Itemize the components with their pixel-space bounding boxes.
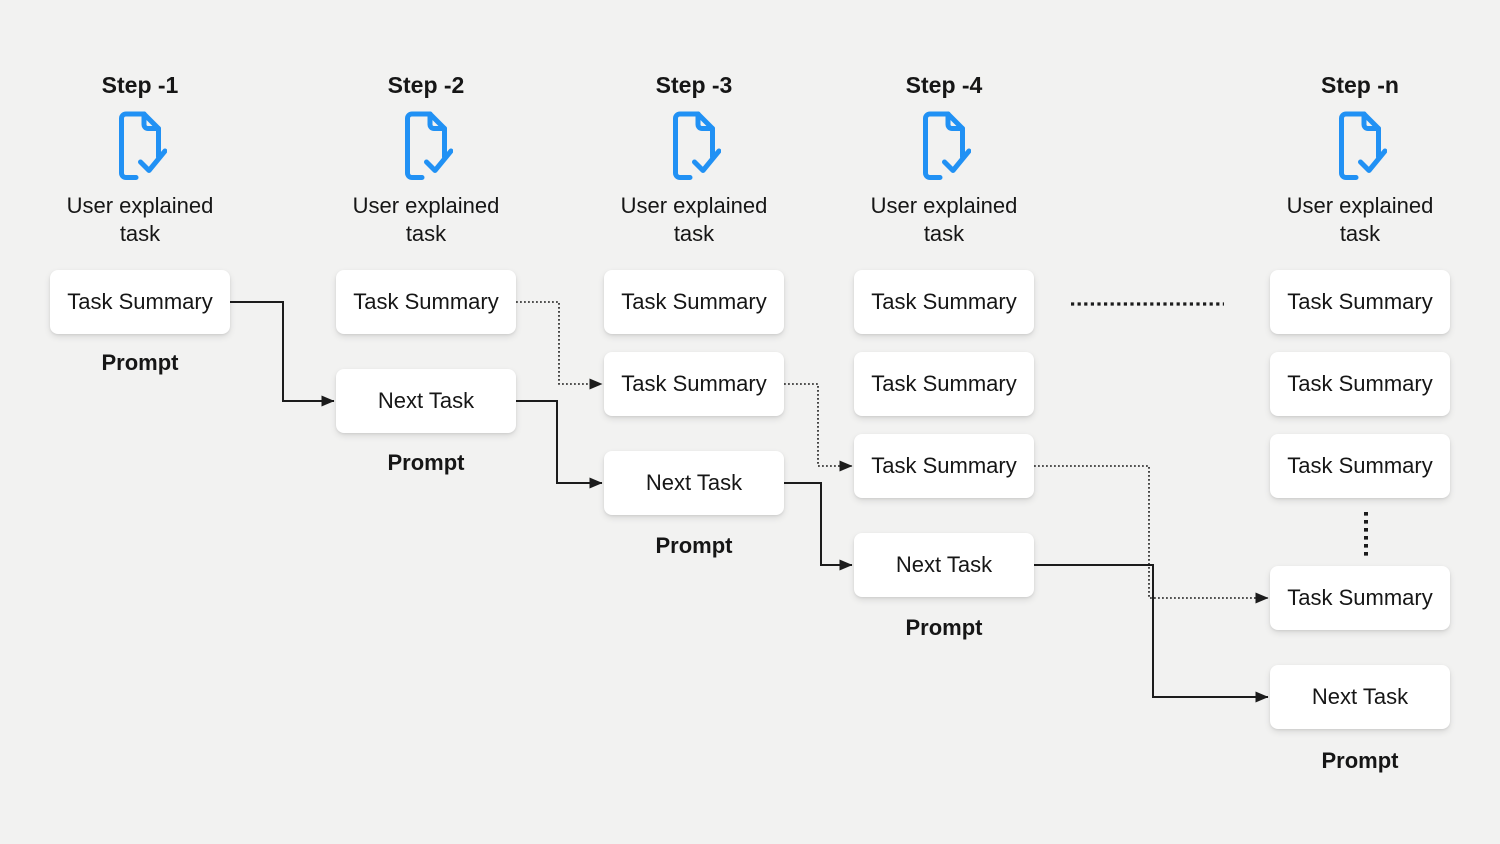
connector-step4-to-stepn-next-task xyxy=(1034,564,1269,703)
step-title: Step -2 xyxy=(387,72,465,98)
step-title: Step -4 xyxy=(905,72,983,98)
next-task-box: Next Task xyxy=(854,533,1034,597)
step-column-2-header: Step -2 User explained task xyxy=(316,72,536,248)
connector-step1-to-step2-next-task xyxy=(230,301,335,407)
connector-step4-summary-to-stepn xyxy=(1034,465,1269,604)
document-check-icon xyxy=(1250,110,1470,182)
step-title: Step -3 xyxy=(655,72,733,98)
task-summary-box: Task Summary xyxy=(1270,270,1450,334)
user-explained-task-label: User explained task xyxy=(66,193,214,246)
task-summary-box: Task Summary xyxy=(1270,352,1450,416)
connector-step3-to-step4-next-task xyxy=(784,482,853,571)
document-check-icon xyxy=(316,110,536,182)
next-task-box: Next Task xyxy=(1270,665,1450,729)
user-explained-task-label: User explained task xyxy=(352,193,500,246)
document-check-icon xyxy=(584,110,804,182)
step-title: Step -n xyxy=(1321,72,1399,98)
task-summary-box: Task Summary xyxy=(1270,566,1450,630)
user-explained-task-label: User explained task xyxy=(1286,193,1434,246)
step-column-1-header: Step -1 User explained task xyxy=(30,72,250,248)
document-check-icon xyxy=(30,110,250,182)
task-summary-box: Task Summary xyxy=(336,270,516,334)
step-column-3-header: Step -3 User explained task xyxy=(584,72,804,248)
task-summary-box: Task Summary xyxy=(604,270,784,334)
user-explained-task-label: User explained task xyxy=(870,193,1018,246)
connector-step2-to-step3-next-task xyxy=(516,400,603,489)
connector-step3-summary-to-step4 xyxy=(784,383,853,472)
prompt-label: Prompt xyxy=(655,533,733,558)
task-summary-box: Task Summary xyxy=(1270,434,1450,498)
next-task-box: Next Task xyxy=(336,369,516,433)
task-summary-box: Task Summary xyxy=(50,270,230,334)
task-summary-box: Task Summary xyxy=(854,352,1034,416)
task-summary-box: Task Summary xyxy=(604,352,784,416)
task-summary-box: Task Summary xyxy=(854,270,1034,334)
document-check-icon xyxy=(834,110,1054,182)
prompt-label: Prompt xyxy=(387,450,465,475)
next-task-box: Next Task xyxy=(604,451,784,515)
step-column-n-header: Step -n User explained task xyxy=(1250,72,1470,248)
task-summary-box: Task Summary xyxy=(854,434,1034,498)
prompt-label: Prompt xyxy=(1321,748,1399,773)
prompt-label: Prompt xyxy=(905,615,983,640)
user-explained-task-label: User explained task xyxy=(620,193,768,246)
step-title: Step -1 xyxy=(101,72,179,98)
step-column-4-header: Step -4 User explained task xyxy=(834,72,1054,248)
connector-step2-summary-to-step3 xyxy=(516,301,603,390)
prompt-label: Prompt xyxy=(101,350,179,375)
